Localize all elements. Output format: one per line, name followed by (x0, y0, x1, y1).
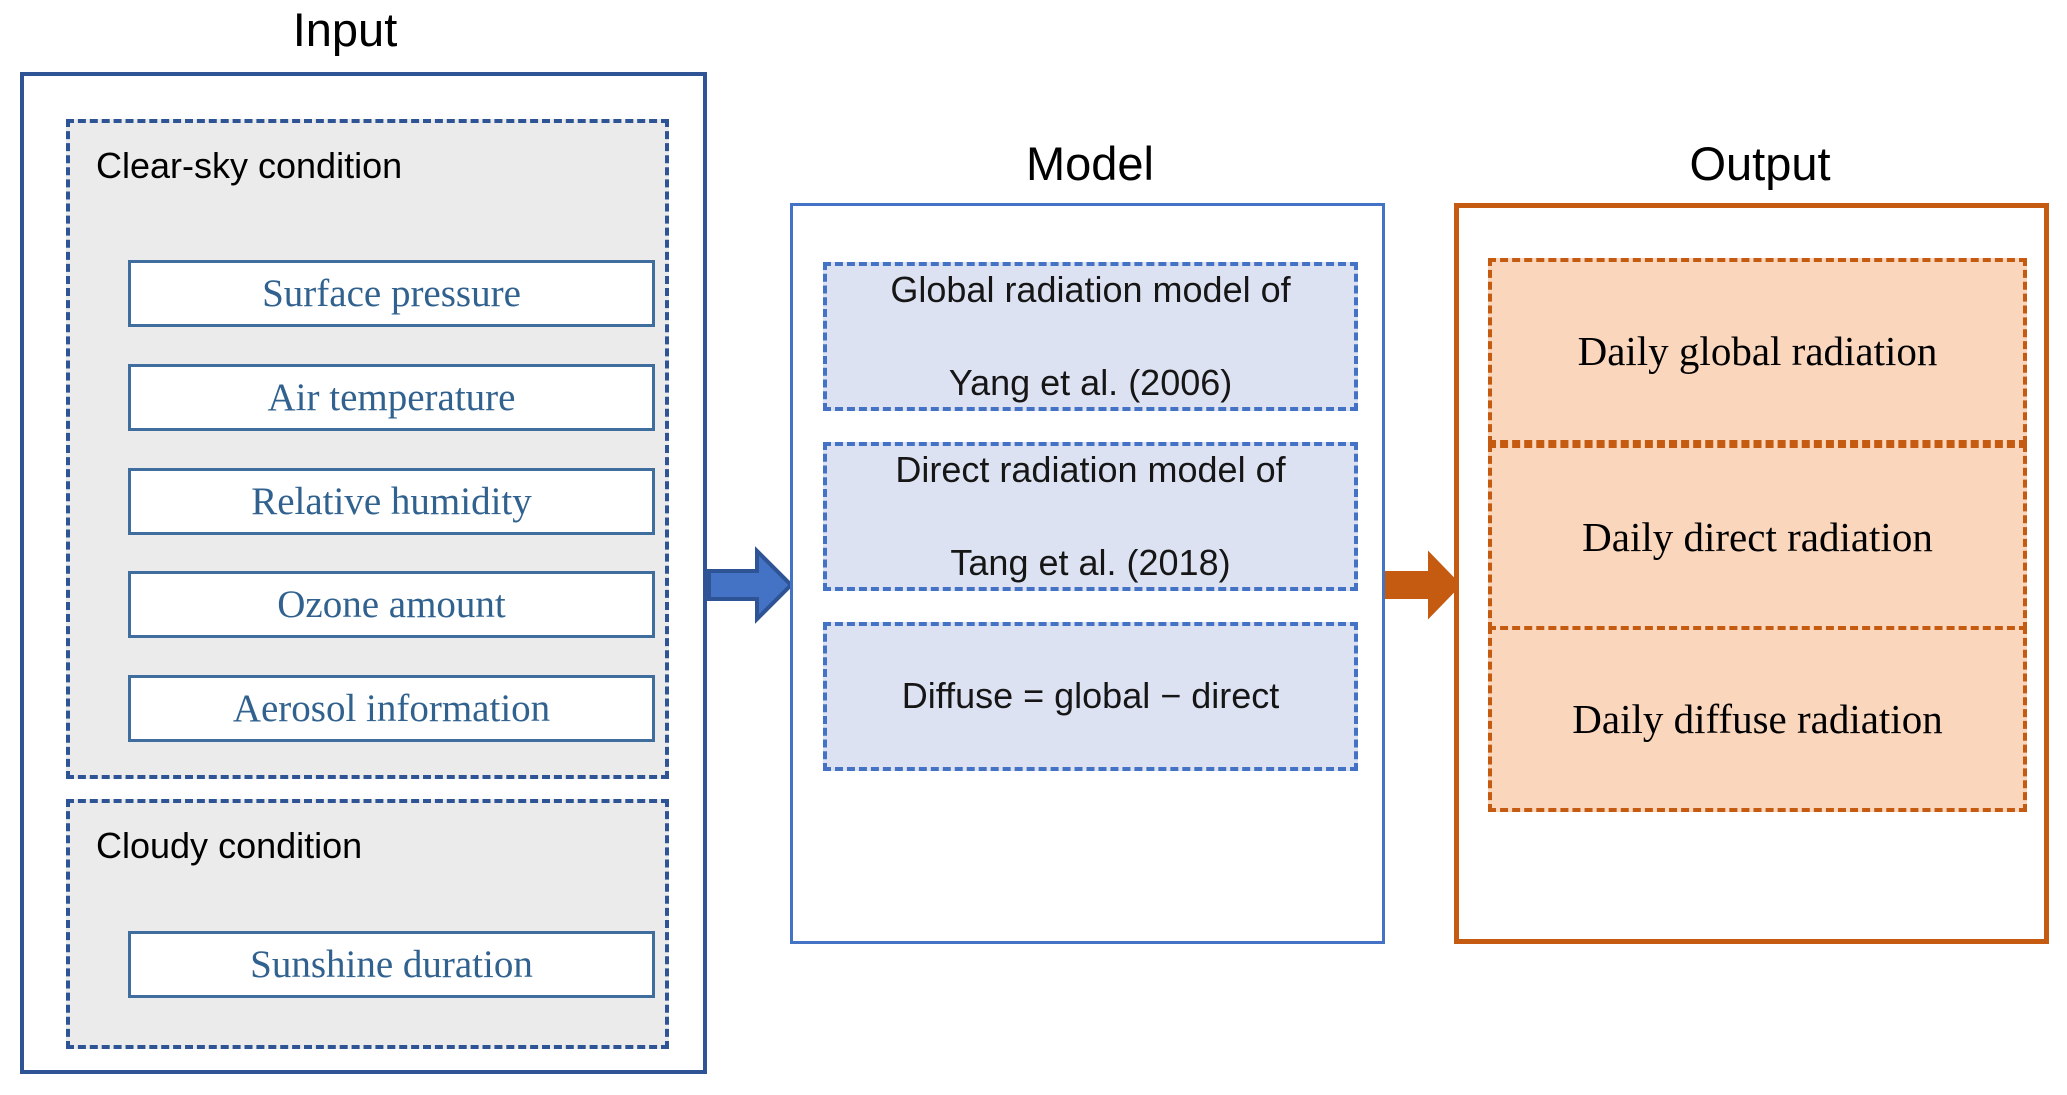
input-item-label: Relative humidity (251, 480, 532, 523)
clear-sky-condition-label: Clear-sky condition (96, 145, 403, 186)
model-box-direct-radiation[interactable]: Direct radiation model of Tang et al. (2… (823, 442, 1358, 591)
output-box-label: Daily direct radiation (1582, 514, 1933, 560)
model-box-global-radiation[interactable]: Global radiation model of Yang et al. (2… (823, 262, 1358, 411)
output-box-label: Daily global radiation (1577, 328, 1938, 374)
input-item-relative-humidity[interactable]: Relative humidity (128, 468, 655, 535)
model-box-label: Diffuse = global − direct (870, 673, 1312, 719)
model-box-line1: Global radiation model of (890, 269, 1291, 311)
model-box-label: Global radiation model of Yang et al. (2… (858, 267, 1322, 405)
input-item-sunshine-duration[interactable]: Sunshine duration (128, 931, 655, 998)
arrow-input-to-model-icon (707, 545, 794, 625)
input-item-aerosol-information[interactable]: Aerosol information (128, 675, 655, 742)
cloudy-condition-group: Cloudy condition Sunshine duration (66, 799, 669, 1049)
input-panel: Clear-sky condition Surface pressure Air… (20, 72, 707, 1074)
page-title-model: Model (1025, 137, 1154, 190)
page-title-input: Input (292, 3, 398, 56)
output-box-daily-global-radiation[interactable]: Daily global radiation (1488, 258, 2027, 444)
model-panel: Global radiation model of Yang et al. (2… (790, 203, 1385, 944)
output-box-label: Daily diffuse radiation (1572, 696, 1943, 742)
model-box-label: Direct radiation model of Tang et al. (2… (863, 447, 1317, 585)
model-box-diffuse-equation[interactable]: Diffuse = global − direct (823, 622, 1358, 771)
input-item-label: Ozone amount (277, 583, 506, 626)
input-item-label: Air temperature (267, 376, 516, 419)
output-box-daily-direct-radiation[interactable]: Daily direct radiation (1488, 444, 2027, 630)
arrow-model-to-output-icon (1384, 545, 1462, 625)
input-item-label: Sunshine duration (250, 943, 533, 986)
model-box-line1: Direct radiation model of (895, 449, 1286, 491)
model-box-line2: Yang et al. (2006) (948, 361, 1233, 403)
input-item-air-temperature[interactable]: Air temperature (128, 364, 655, 431)
page-title-output: Output (1689, 137, 1831, 190)
output-box-daily-diffuse-radiation[interactable]: Daily diffuse radiation (1488, 626, 2027, 812)
output-panel: Daily global radiation Daily direct radi… (1454, 203, 2049, 944)
clear-sky-condition-group: Clear-sky condition Surface pressure Air… (66, 119, 669, 779)
model-box-line2: Tang et al. (2018) (950, 541, 1231, 583)
input-item-label: Surface pressure (262, 272, 521, 315)
model-box-line1: Diffuse = global − direct (901, 675, 1280, 717)
input-item-label: Aerosol information (232, 687, 551, 730)
input-item-surface-pressure[interactable]: Surface pressure (128, 260, 655, 327)
input-item-ozone-amount[interactable]: Ozone amount (128, 571, 655, 638)
cloudy-condition-label: Cloudy condition (96, 825, 363, 866)
